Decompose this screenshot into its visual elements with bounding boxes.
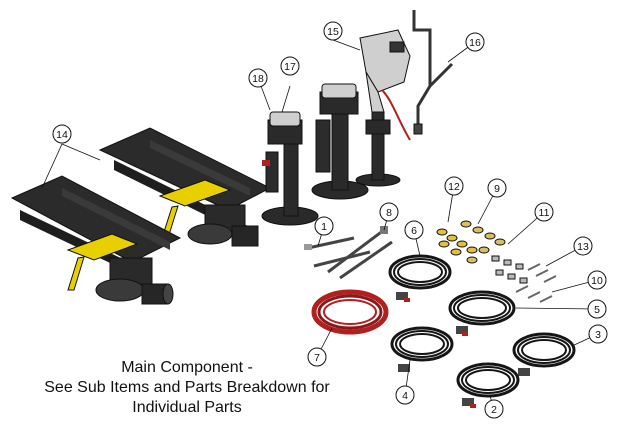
svg-text:3: 3	[595, 329, 601, 341]
svg-text:10: 10	[591, 275, 603, 287]
svg-text:4: 4	[402, 390, 408, 402]
callout-8: 8	[379, 202, 399, 222]
pins-10	[515, 285, 553, 303]
cable-coil-5	[448, 290, 516, 336]
hardware-group	[436, 220, 557, 303]
callout-13: 13	[573, 236, 593, 256]
callout-17: 17	[280, 56, 300, 76]
callout-15: 15	[323, 21, 343, 41]
svg-text:1: 1	[321, 221, 327, 233]
svg-text:16: 16	[469, 37, 481, 49]
callout-16: 16	[465, 32, 485, 52]
diagram-caption: Main Component - See Sub Items and Parts…	[22, 358, 352, 418]
svg-text:13: 13	[577, 241, 589, 253]
harness-1	[304, 236, 371, 268]
callout-3: 3	[588, 324, 608, 344]
svg-text:2: 2	[491, 404, 497, 416]
svg-text:5: 5	[594, 304, 600, 316]
red-coil-7	[311, 289, 389, 335]
caption-line-3: Individual Parts	[132, 399, 242, 416]
tongue-jack-15	[355, 29, 411, 187]
svg-text:7: 7	[314, 352, 320, 364]
callout-6: 6	[404, 220, 424, 240]
bolts-9	[460, 220, 506, 264]
cable-coil-4	[390, 326, 454, 372]
svg-text:8: 8	[386, 207, 392, 219]
callout-10: 10	[587, 270, 607, 290]
svg-text:14: 14	[56, 129, 68, 141]
leg-frame-assembly	[10, 127, 272, 305]
callout-4: 4	[395, 385, 415, 405]
cable-coil-2	[456, 362, 520, 408]
cable-coil-6	[388, 254, 452, 302]
svg-text:18: 18	[252, 73, 264, 85]
cable-coil-3	[512, 332, 576, 376]
svg-text:17: 17	[284, 61, 296, 73]
callout-9: 9	[487, 178, 507, 198]
callout-18: 18	[248, 68, 268, 88]
caption-line-1: Main Component -	[121, 359, 253, 376]
callout-11: 11	[534, 202, 554, 222]
callout-2: 2	[484, 399, 504, 419]
callout-7: 7	[307, 347, 327, 367]
washers-12	[436, 228, 478, 256]
svg-text:11: 11	[539, 207, 550, 219]
callout-1: 1	[314, 216, 334, 236]
screws-13	[527, 263, 557, 283]
svg-text:6: 6	[411, 225, 417, 237]
svg-text:9: 9	[494, 183, 500, 195]
jack-17	[311, 83, 369, 200]
callout-12: 12	[444, 176, 464, 196]
caption-line-2: See Sub Items and Parts Breakdown for	[44, 379, 330, 396]
jack-18	[261, 111, 319, 226]
svg-text:15: 15	[327, 26, 339, 38]
callout-5: 5	[587, 299, 607, 319]
nuts-11	[491, 255, 528, 284]
svg-text:12: 12	[448, 181, 460, 193]
cables-8	[327, 226, 393, 280]
crank-handle-16	[412, 10, 454, 135]
callout-14: 14	[52, 124, 72, 144]
